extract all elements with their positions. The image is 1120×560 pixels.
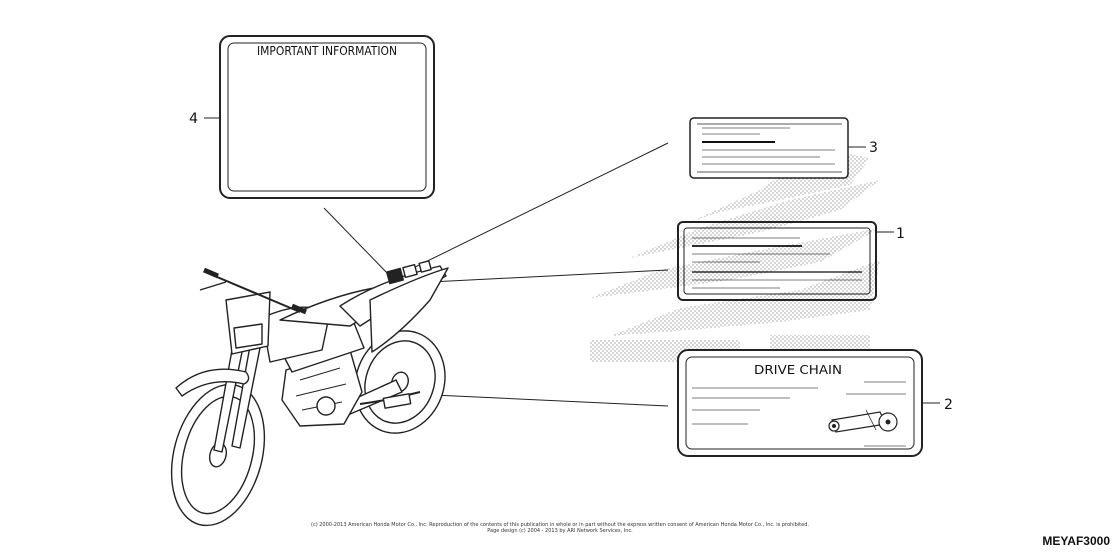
callout-3: 3	[869, 140, 878, 156]
drive-chain-label: DRIVE CHAIN	[677, 349, 923, 457]
honda-wing-watermark	[590, 148, 880, 362]
drive-chain-title: DRIVE CHAIN	[754, 363, 842, 377]
front-wheel	[170, 383, 266, 527]
copyright-line-2: Page design (c) 2004 - 2013 by ARI Netwo…	[487, 528, 633, 534]
chain-adjuster-icon	[828, 409, 898, 433]
leader-lines	[323, 142, 669, 407]
copyright-line-1: (c) 2000-2013 American Honda Motor Co., …	[311, 522, 809, 528]
callout-2: 2	[944, 397, 953, 413]
callouts	[204, 117, 940, 404]
label-1	[677, 221, 877, 301]
callout-4: 4	[189, 111, 198, 127]
label-3	[689, 117, 849, 179]
motorcycle-drawing	[170, 260, 449, 527]
part-code: MEYAF3000	[1042, 534, 1110, 548]
important-information-title: IMPORTANT INFORMATION	[257, 44, 397, 58]
rear-wheel	[354, 330, 446, 434]
important-information-label: IMPORTANT INFORMATION	[219, 35, 435, 199]
copyright-notice: (c) 2000-2013 American Honda Motor Co., …	[300, 522, 820, 534]
callout-1: 1	[896, 226, 905, 242]
